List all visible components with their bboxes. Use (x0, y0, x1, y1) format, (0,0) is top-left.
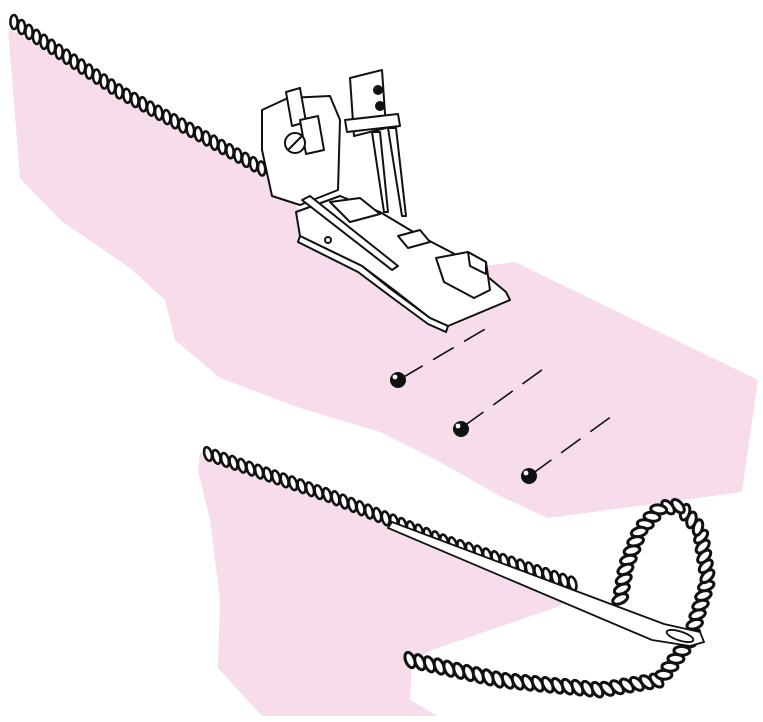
chain-stitch (249, 157, 258, 172)
chain-stitch (241, 153, 250, 168)
pin (390, 372, 406, 388)
chain-stitch (154, 105, 163, 120)
chain-stitch (123, 88, 132, 103)
chain-stitch (202, 131, 211, 146)
chain-stitch (162, 110, 171, 125)
chain-stitch (40, 35, 48, 49)
chain-stitch (186, 123, 195, 138)
chain-stitch (146, 101, 155, 116)
chain-stitch (226, 144, 235, 159)
pin (453, 421, 469, 437)
chain-stitch (131, 93, 140, 108)
chain-stitch (234, 148, 243, 163)
chain-stitch (115, 84, 123, 98)
chain-stitch (218, 140, 227, 155)
pin (521, 468, 537, 484)
chain-stitch (210, 135, 219, 150)
